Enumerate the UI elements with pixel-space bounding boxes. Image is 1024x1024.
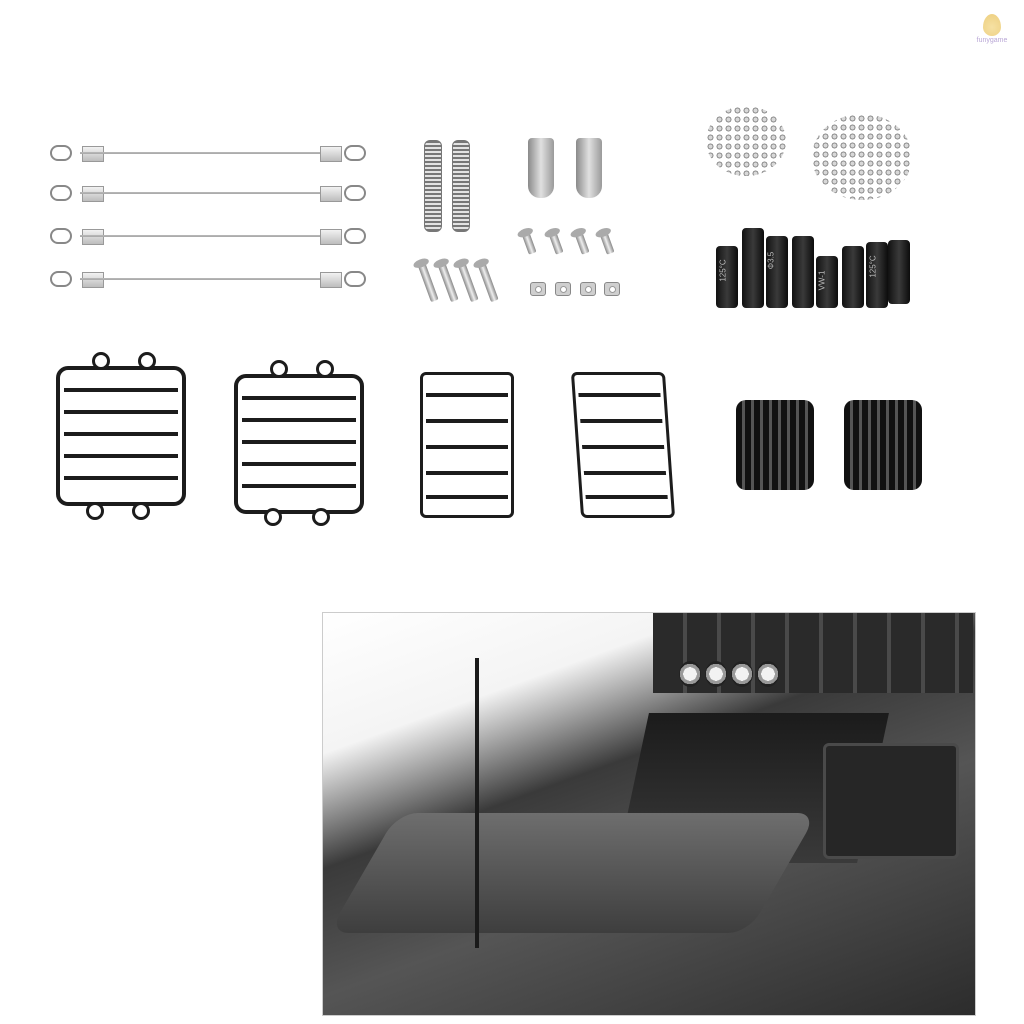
lotus-drop-icon [983,14,1001,36]
mini-light-guard [736,400,814,490]
roof-light [757,661,779,687]
mount-tab [312,508,330,526]
light-guard [570,372,676,518]
cable-wire [50,268,370,290]
screw [574,231,590,255]
screw [599,231,615,255]
spring [452,140,470,232]
bolt [477,261,499,303]
light-grille [234,374,364,514]
installed-example-photo [322,612,976,1016]
nut [555,282,571,296]
heat-shrink-tube: 125°C [716,246,738,308]
small-nuts-pile [706,106,786,176]
clamp [576,138,602,198]
heat-shrink-tube [742,228,764,308]
cable-wire [50,142,370,164]
nut [604,282,620,296]
heat-shrink-tube [888,240,910,304]
heat-shrink-tube [792,236,814,308]
heat-shrink-tube: VW-1 [816,256,838,308]
mount-tab [92,352,110,370]
side-window [823,743,959,859]
heat-shrink-tube: Φ3.5 [766,236,788,308]
nut [580,282,596,296]
mount-tab [264,508,282,526]
watermark: funygame [972,14,1012,44]
cable-wire [50,225,370,247]
mount-tab [132,502,150,520]
hood [328,813,818,933]
spring [424,140,442,232]
roof-rack [653,613,973,693]
mount-tab [316,360,334,378]
heat-shrink-tube: 125°C [866,242,888,308]
screw [548,231,564,255]
roof-light [705,661,727,687]
mount-tab [270,360,288,378]
roof-light [679,661,701,687]
cable-wire [50,182,370,204]
heat-shrink-tube [842,246,864,308]
clamp [528,138,554,198]
mini-light-guard [844,400,922,490]
antenna [475,658,479,948]
roof-light [731,661,753,687]
screw [521,231,537,255]
small-screws-pile [812,114,912,200]
light-grille [56,366,186,506]
mount-tab [86,502,104,520]
mount-tab [138,352,156,370]
nut [530,282,546,296]
light-guard [420,372,514,518]
watermark-text: funygame [976,37,1008,44]
